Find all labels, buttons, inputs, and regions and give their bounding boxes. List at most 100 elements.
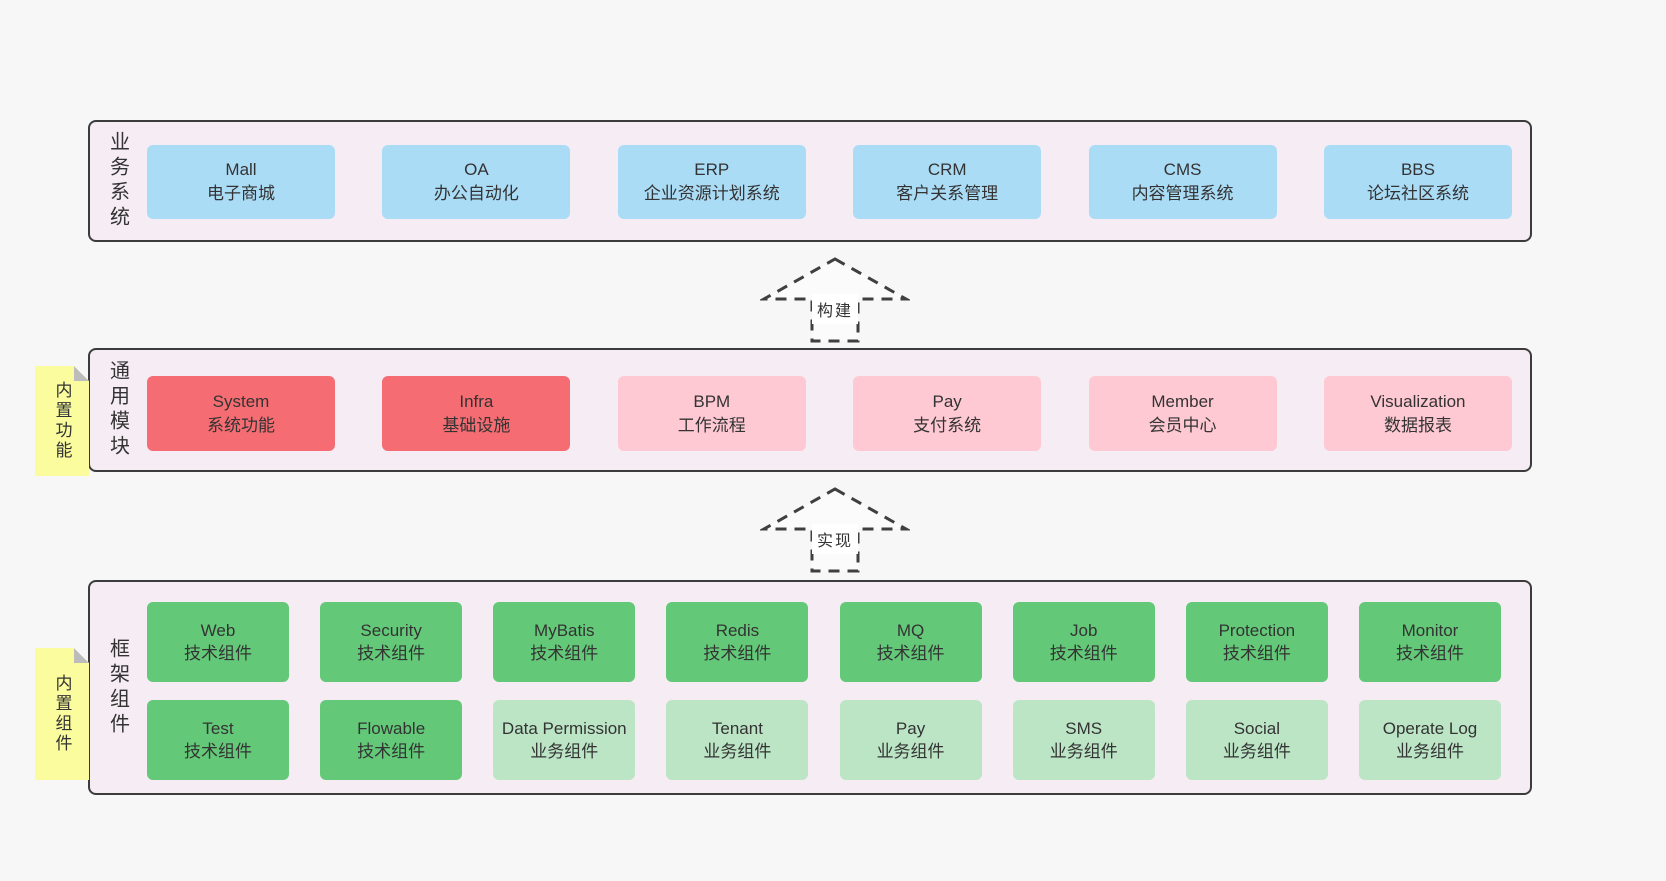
box-subtitle: 技术组件 [703, 644, 772, 663]
box-job: Job 技术组件 [1012, 602, 1155, 682]
box-operate-log: Operate Log 业务组件 [1358, 700, 1501, 780]
box-title: Tenant [711, 719, 763, 738]
box-title: Test [202, 719, 234, 738]
box-pay-component: Pay 业务组件 [839, 700, 982, 780]
box-title: Pay [895, 719, 926, 738]
box-subtitle: 业务组件 [1222, 742, 1291, 761]
box-subtitle: 业务组件 [1395, 742, 1464, 761]
sticky-fold-corner [74, 366, 89, 381]
box-title: Visualization [1370, 391, 1466, 411]
box-title: Redis [715, 621, 760, 640]
box-member: Member 会员中心 [1088, 376, 1277, 451]
box-system: System 系统功能 [147, 376, 335, 451]
box-title: BBS [1400, 160, 1435, 179]
box-title: Monitor [1401, 621, 1459, 640]
box-title: Social [1233, 719, 1280, 738]
component-boxes-row-1: Web 技术组件 Security 技术组件 MyBatis 技术组件 Redi… [147, 602, 1501, 682]
box-title: Operate Log [1382, 719, 1478, 738]
sticky-fold-corner [74, 648, 89, 663]
built-in-components-sticky: 内置组件 [35, 648, 89, 780]
box-redis: Redis 技术组件 [666, 602, 809, 682]
box-title: Job [1069, 621, 1098, 640]
box-title: CMS [1163, 160, 1202, 179]
box-subtitle: 客户关系管理 [896, 184, 999, 203]
sticky-label: 内置功能 [52, 381, 72, 461]
box-subtitle: 业务组件 [1049, 742, 1118, 761]
box-title: BPM [693, 391, 731, 411]
box-oa: OA 办公自动化 [382, 145, 571, 219]
box-web: Web 技术组件 [147, 602, 289, 682]
box-pay-module: Pay 支付系统 [853, 376, 1042, 451]
box-subtitle: 技术组件 [357, 644, 426, 663]
box-title: CRM [927, 160, 967, 179]
box-title: Data Permission [501, 719, 627, 738]
module-layer-label: 通用模块 [106, 360, 129, 460]
box-data-permission: Data Permission 业务组件 [493, 700, 636, 780]
component-boxes-row-2: Test 技术组件 Flowable 技术组件 Data Permission … [147, 700, 1501, 780]
box-subtitle: 业务组件 [876, 742, 945, 761]
business-layer-label: 业务系统 [106, 131, 129, 231]
module-boxes-row: System 系统功能 Infra 基础设施 BPM 工作流程 Pay 支付系统… [147, 376, 1512, 451]
box-subtitle: 工作流程 [677, 415, 746, 435]
framework-components-layer: 框架组件 Web 技术组件 Security 技术组件 MyBatis 技术组件… [88, 580, 1532, 795]
box-erp: ERP 企业资源计划系统 [617, 145, 806, 219]
box-title: ERP [694, 160, 730, 179]
build-arrow: 构建 [760, 256, 910, 344]
box-mall: Mall 电子商城 [147, 145, 335, 219]
build-arrow-label: 构建 [811, 294, 859, 324]
implement-arrow-label: 实现 [811, 524, 859, 554]
box-title: Pay [932, 391, 962, 411]
box-cms: CMS 内容管理系统 [1088, 145, 1277, 219]
box-subtitle: 业务组件 [530, 742, 599, 761]
box-title: Flowable [357, 719, 426, 738]
box-subtitle: 技术组件 [530, 644, 599, 663]
box-bpm: BPM 工作流程 [617, 376, 806, 451]
box-subtitle: 基础设施 [442, 415, 511, 435]
box-title: Member [1151, 391, 1214, 411]
box-subtitle: 办公自动化 [433, 184, 519, 203]
box-sms: SMS 业务组件 [1012, 700, 1155, 780]
box-title: Security [360, 621, 422, 640]
box-title: System [212, 391, 270, 411]
built-in-features-sticky: 内置功能 [35, 366, 89, 476]
box-title: Mall [225, 160, 257, 179]
box-subtitle: 技术组件 [1395, 644, 1464, 663]
box-subtitle: 技术组件 [1222, 644, 1291, 663]
box-subtitle: 系统功能 [207, 415, 275, 435]
box-security: Security 技术组件 [320, 602, 463, 682]
box-title: OA [464, 160, 489, 179]
box-subtitle: 技术组件 [184, 742, 252, 761]
implement-arrow: 实现 [760, 486, 910, 574]
box-subtitle: 技术组件 [1049, 644, 1118, 663]
box-social: Social 业务组件 [1185, 700, 1328, 780]
box-subtitle: 技术组件 [357, 742, 426, 761]
box-subtitle: 业务组件 [703, 742, 772, 761]
box-mq: MQ 技术组件 [839, 602, 982, 682]
box-subtitle: 会员中心 [1148, 415, 1217, 435]
box-subtitle: 内容管理系统 [1131, 184, 1234, 203]
box-title: SMS [1065, 719, 1103, 738]
box-tenant: Tenant 业务组件 [666, 700, 809, 780]
business-systems-layer: 业务系统 Mall 电子商城 OA 办公自动化 ERP 企业资源计划系统 CRM… [88, 120, 1532, 242]
box-protection: Protection 技术组件 [1185, 602, 1328, 682]
business-boxes-row: Mall 电子商城 OA 办公自动化 ERP 企业资源计划系统 CRM 客户关系… [147, 145, 1512, 219]
box-infra: Infra 基础设施 [382, 376, 571, 451]
box-title: MQ [896, 621, 925, 640]
box-title: MyBatis [534, 621, 595, 640]
box-subtitle: 技术组件 [876, 644, 945, 663]
box-subtitle: 论坛社区系统 [1366, 184, 1469, 203]
box-crm: CRM 客户关系管理 [853, 145, 1042, 219]
component-layer-label: 框架组件 [106, 637, 129, 738]
box-subtitle: 电子商城 [207, 184, 275, 203]
sticky-label: 内置组件 [52, 674, 72, 754]
box-subtitle: 支付系统 [913, 415, 982, 435]
box-subtitle: 企业资源计划系统 [643, 184, 780, 203]
box-monitor: Monitor 技术组件 [1358, 602, 1501, 682]
box-flowable: Flowable 技术组件 [320, 700, 463, 780]
box-bbs: BBS 论坛社区系统 [1323, 145, 1512, 219]
box-visualization: Visualization 数据报表 [1323, 376, 1512, 451]
box-test: Test 技术组件 [147, 700, 289, 780]
box-subtitle: 数据报表 [1383, 415, 1452, 435]
box-subtitle: 技术组件 [184, 644, 252, 663]
box-mybatis: MyBatis 技术组件 [493, 602, 636, 682]
